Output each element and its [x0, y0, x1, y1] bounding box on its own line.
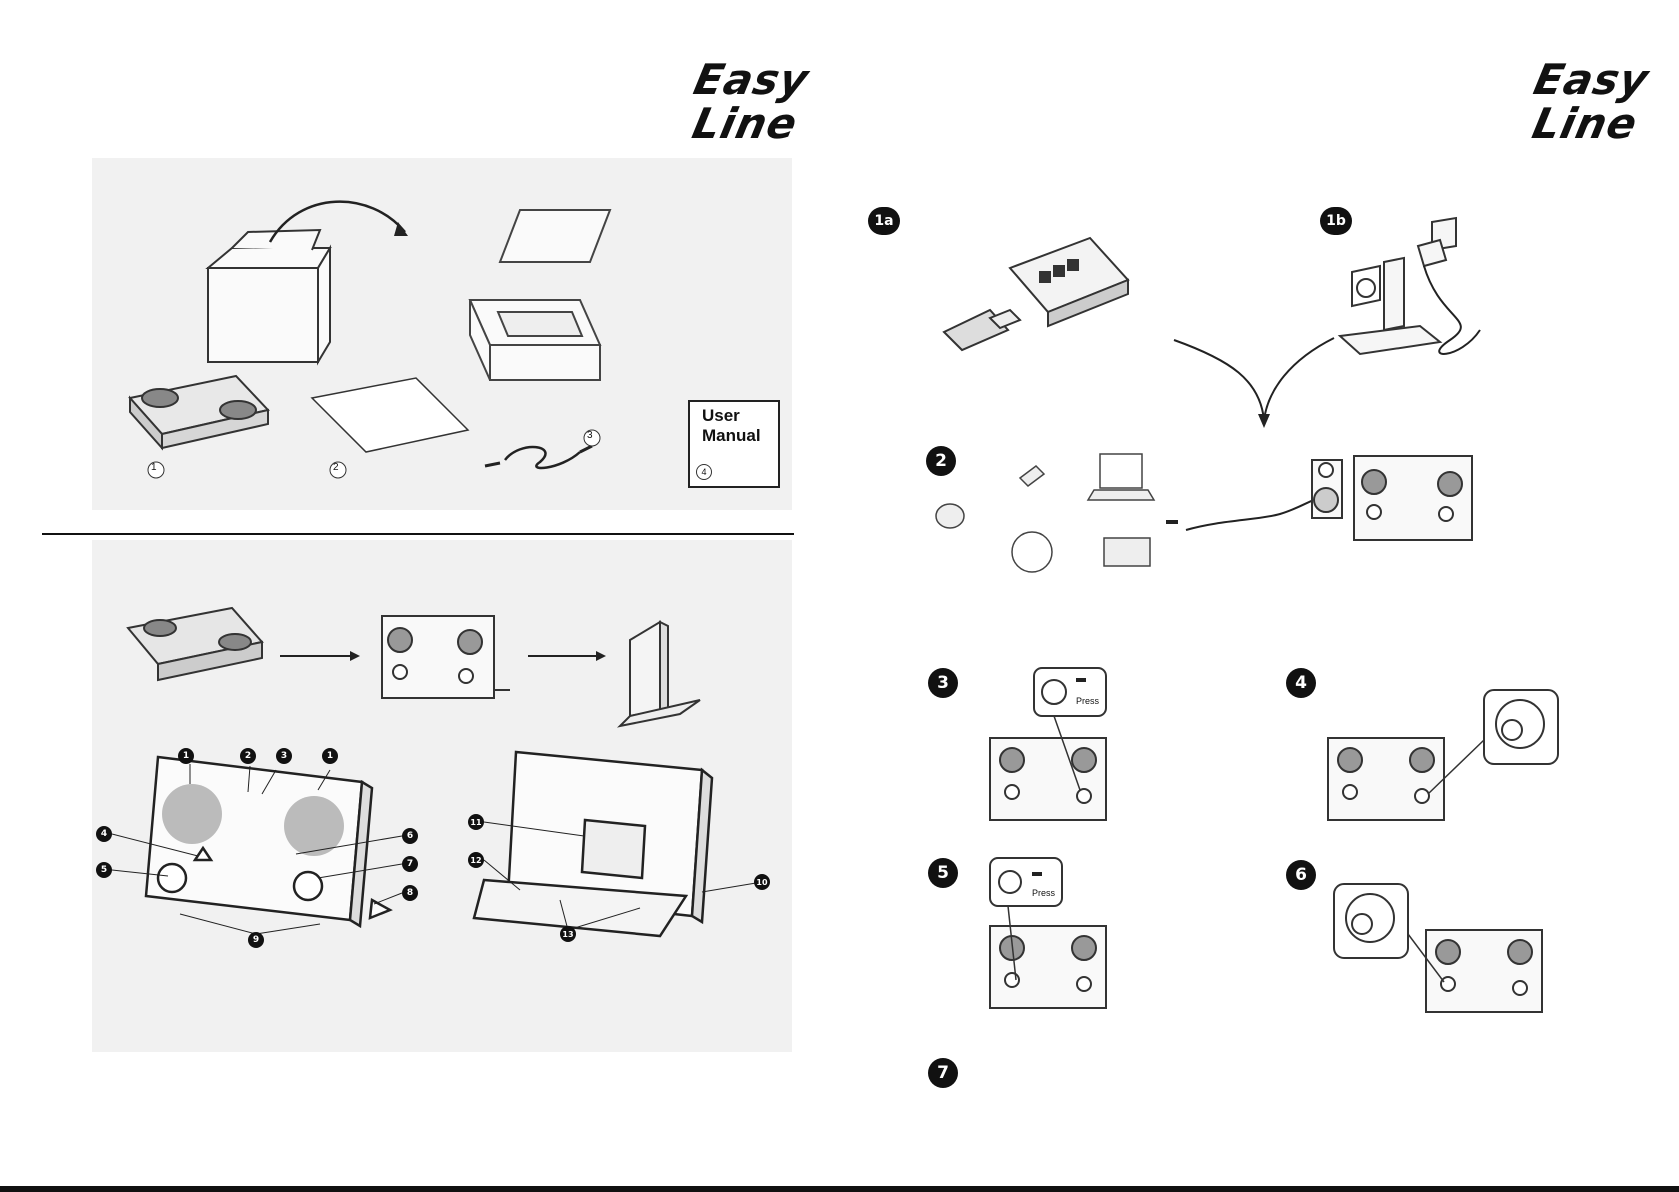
left-page: Easy Line: [0, 0, 800, 1192]
callout-6: 6: [402, 828, 418, 844]
press-label-step-3: Press: [1076, 696, 1099, 706]
callout-4: 4: [96, 826, 112, 842]
callout-2: 2: [240, 748, 256, 764]
callout-10: 10: [754, 874, 770, 890]
callout-12: 12: [468, 852, 484, 868]
callout-13: 13: [560, 926, 576, 942]
right-page: Easy Line 1a 1b 2 3 4 5 6 7: [840, 0, 1679, 1192]
callout-1b: 1: [322, 748, 338, 764]
setup-steps-illustration: [840, 0, 1679, 1100]
callout-8: 8: [402, 885, 418, 901]
press-label-step-5: Press: [1032, 888, 1055, 898]
setup-sequence-illustration: [0, 0, 800, 1060]
callout-3: 3: [276, 748, 292, 764]
page-bottom-rule: [0, 1186, 1679, 1192]
callout-7: 7: [402, 856, 418, 872]
callout-1a: 1: [178, 748, 194, 764]
callout-5: 5: [96, 862, 112, 878]
callout-9: 9: [248, 932, 264, 948]
callout-11: 11: [468, 814, 484, 830]
